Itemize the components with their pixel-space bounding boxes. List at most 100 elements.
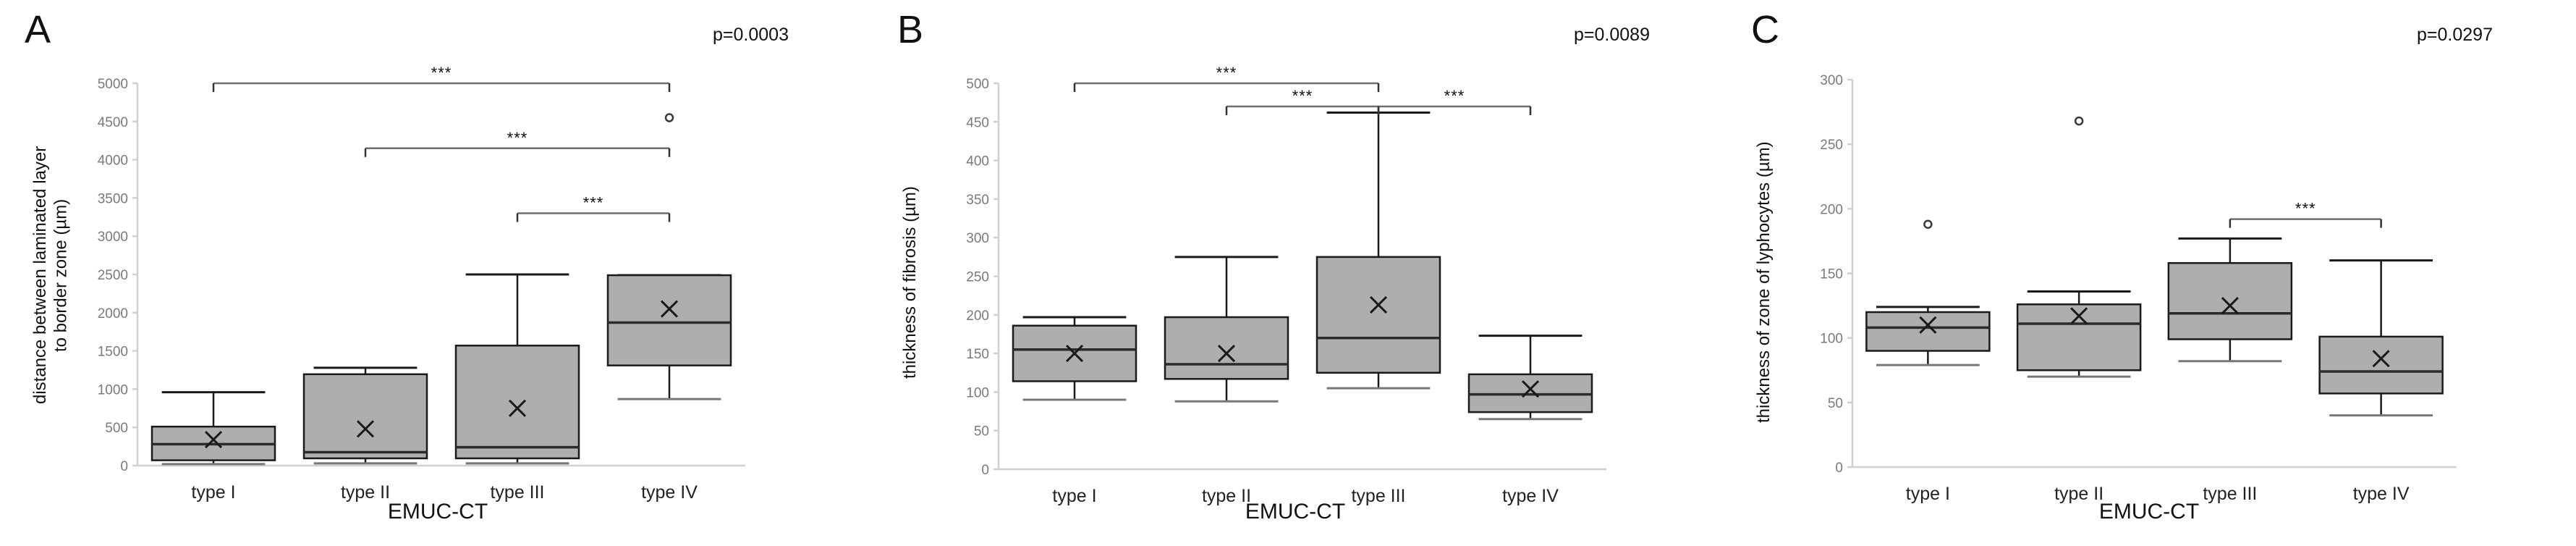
significance-stars: *** xyxy=(583,194,604,212)
mean-marker xyxy=(1919,316,1937,334)
boxplot-group xyxy=(1315,112,1441,390)
significance-stars: *** xyxy=(1292,87,1313,105)
panel-c-xlabel: EMUC-CT xyxy=(2098,500,2200,524)
mean-marker xyxy=(660,300,679,318)
panel-b-letter: B xyxy=(897,8,924,51)
x-category-label: type I xyxy=(1906,484,1950,504)
y-tick-label: 250 xyxy=(966,270,989,285)
x-category-label: type IV xyxy=(1502,486,1559,506)
y-tick-label: 300 xyxy=(966,231,989,246)
mean-marker xyxy=(2221,297,2239,315)
y-tick-label: 300 xyxy=(1820,73,1843,88)
box-iqr xyxy=(2167,261,2293,340)
boxplot-group xyxy=(2167,237,2293,363)
panel-a-pvalue: p=0.0003 xyxy=(713,25,789,45)
mean-marker xyxy=(1521,380,1540,398)
mean-marker xyxy=(508,399,527,417)
outlier-point xyxy=(2074,116,2084,126)
significance-bracket: *** xyxy=(1073,64,1380,92)
y-tick-label: 0 xyxy=(120,459,128,474)
outlier-point xyxy=(664,113,674,122)
mean-marker xyxy=(2372,350,2390,368)
y-tick-label: 200 xyxy=(1820,202,1843,217)
significance-bracket: *** xyxy=(212,64,671,92)
y-tick-label: 0 xyxy=(1835,461,1843,476)
box-iqr xyxy=(606,274,732,366)
y-tick-label: 200 xyxy=(966,308,989,324)
y-tick-label: 3000 xyxy=(98,230,128,245)
boxplot-group xyxy=(2318,259,2444,417)
y-tick-label: 500 xyxy=(966,77,989,92)
x-category-label: type IV xyxy=(2353,484,2410,504)
panel-a-letter: A xyxy=(25,8,51,51)
significance-stars: *** xyxy=(2295,200,2316,218)
y-tick-label: 100 xyxy=(966,385,989,400)
y-tick-label: 50 xyxy=(974,424,989,440)
mean-marker xyxy=(204,431,223,449)
box-iqr xyxy=(2318,335,2444,395)
y-tick-label: 1000 xyxy=(98,382,128,398)
x-category-label: type III xyxy=(1351,486,1405,506)
y-tick-label: 450 xyxy=(966,115,989,130)
box-iqr xyxy=(302,373,428,460)
panel-a: A p=0.0003 distance between laminated la… xyxy=(0,0,868,546)
y-tick-label: 100 xyxy=(1820,332,1843,347)
panel-c-pvalue: p=0.0297 xyxy=(2417,25,2493,45)
panel-b-xlabel: EMUC-CT xyxy=(1245,500,1346,524)
significance-stars: *** xyxy=(431,64,452,82)
y-tick-label: 4500 xyxy=(98,115,128,130)
box-iqr xyxy=(1164,316,1289,380)
x-category-label: type II xyxy=(1202,486,1251,506)
boxplot-group xyxy=(1164,256,1289,403)
boxplot-group xyxy=(1467,335,1593,421)
y-tick-label: 150 xyxy=(1820,267,1843,282)
outlier-point xyxy=(1923,219,1933,229)
panel-a-plot: 0 500 1000 1500 2000 2500 3000 3500 4000 4500 5000… xyxy=(98,64,745,503)
significance-stars: *** xyxy=(1216,64,1237,82)
y-tick-label: 50 xyxy=(1828,396,1843,411)
panel-a-xlabel: EMUC-CT xyxy=(387,500,488,524)
y-tick-label: 3500 xyxy=(98,191,128,206)
boxplot-group xyxy=(454,273,580,465)
box-iqr xyxy=(2016,303,2142,371)
mean-marker xyxy=(356,420,375,438)
mean-marker xyxy=(1369,295,1388,314)
panel-c-letter: C xyxy=(1751,8,1779,51)
box-iqr xyxy=(1315,256,1441,374)
y-tick-label: 2500 xyxy=(98,268,128,283)
significance-bracket: *** xyxy=(364,129,671,157)
y-tick-label: 500 xyxy=(105,421,128,436)
boxplot-group xyxy=(1865,219,1991,366)
y-tick-label: 4000 xyxy=(98,154,128,169)
panel-c: C p=0.0297 thickness of zone of lyphocyt… xyxy=(1722,0,2576,546)
boxplot-group xyxy=(151,391,276,466)
significance-bracket: *** xyxy=(516,194,671,222)
x-category-label: type I xyxy=(1052,486,1096,506)
x-category-label: type II xyxy=(2054,484,2103,504)
significance-bracket: *** xyxy=(2229,200,2382,228)
y-tick-label: 1500 xyxy=(98,345,128,360)
boxplot-group xyxy=(302,366,428,465)
y-tick-label: 0 xyxy=(981,463,989,478)
box-iqr xyxy=(454,344,580,460)
panel-b-pvalue: p=0.0089 xyxy=(1574,25,1650,45)
mean-marker xyxy=(2070,307,2088,325)
x-category-label: type I xyxy=(191,482,235,503)
y-tick-label: 5000 xyxy=(98,77,128,92)
significance-bracket: *** xyxy=(1377,87,1532,115)
mean-marker xyxy=(1065,345,1084,363)
y-tick-label: 150 xyxy=(966,347,989,362)
x-category-label: type III xyxy=(490,482,544,503)
box-iqr xyxy=(1865,311,1991,352)
y-tick-label: 2000 xyxy=(98,306,128,322)
boxplot-group xyxy=(1012,316,1137,401)
mean-marker xyxy=(1217,345,1236,363)
significance-bracket: *** xyxy=(1225,87,1380,115)
significance-stars: *** xyxy=(1444,87,1465,105)
y-tick-label: 250 xyxy=(1820,138,1843,153)
significance-stars: *** xyxy=(507,129,528,147)
x-category-label: type IV xyxy=(641,482,698,503)
